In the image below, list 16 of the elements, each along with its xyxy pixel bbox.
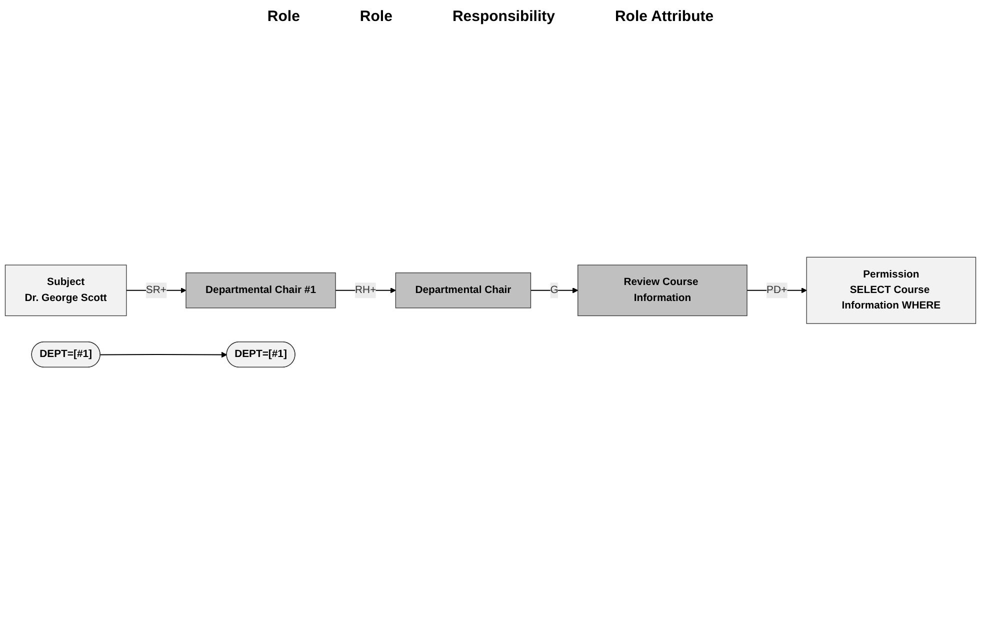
lane-heading: Role Attribute — [614, 8, 714, 25]
edge-label: PD+ — [766, 284, 788, 296]
edge-label: RH+ — [355, 284, 376, 296]
lane-heading: Responsibility — [452, 8, 555, 25]
lane-heading: Role — [267, 8, 300, 25]
node-box: Review Course Information — [578, 264, 748, 316]
edge-label: SR+ — [146, 284, 166, 296]
arrow — [100, 352, 228, 358]
arrow — [530, 287, 578, 294]
lane-heading: Role — [360, 8, 392, 25]
arrow — [126, 287, 186, 294]
node-box: Departmental Chair — [395, 272, 532, 308]
node-box: Departmental Chair #1 — [186, 272, 336, 308]
node-box: Permission SELECT Course Information WHERE — [806, 256, 976, 324]
node-box: Subject Dr. George Scott — [4, 264, 127, 316]
edge-label: G — [550, 284, 558, 296]
